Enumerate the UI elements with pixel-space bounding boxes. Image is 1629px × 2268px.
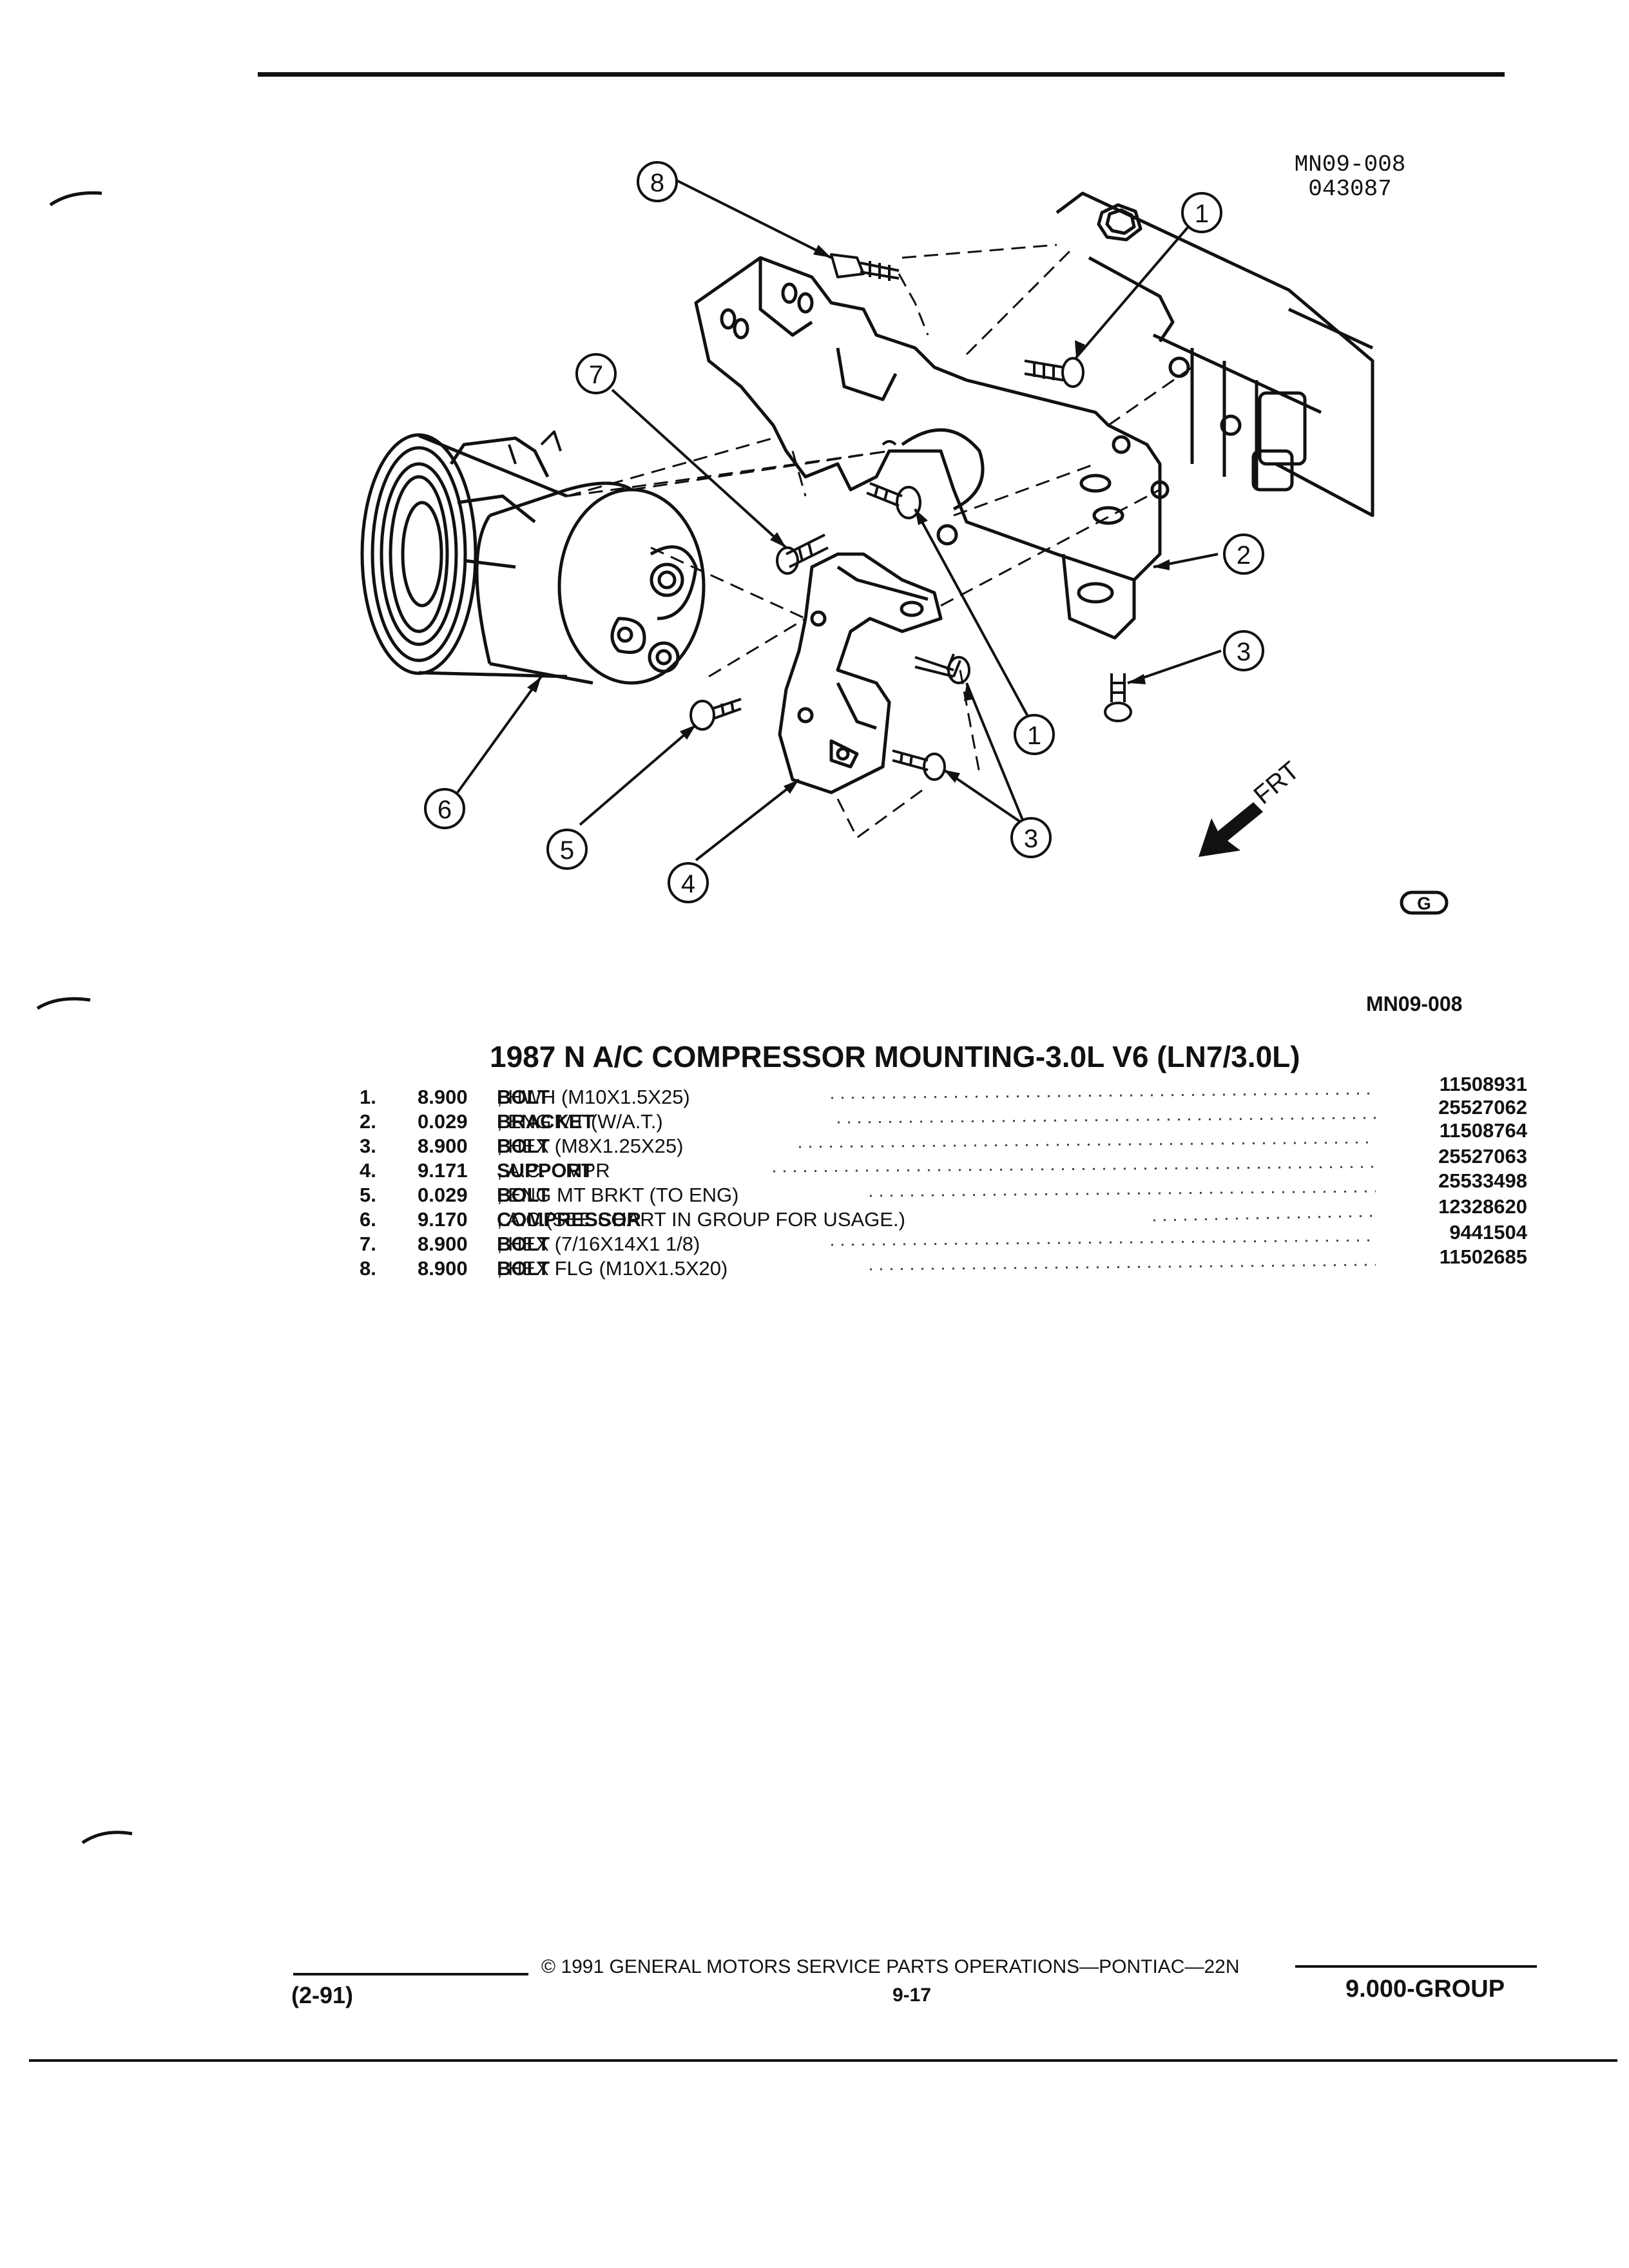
item-description: , A.C. CMPR [497, 1159, 610, 1182]
svg-text:6: 6 [438, 796, 452, 824]
bottom-rule [29, 2059, 1617, 2062]
support-4 [778, 552, 943, 794]
engine-block [1055, 191, 1374, 517]
list-item: 8. 8.900 BOLT, HEX FLG (M10X1.5X20) 1150… [360, 1245, 1527, 1282]
item-description: , HWH (M10X1.5X25) [497, 1086, 690, 1108]
svg-text:1: 1 [1027, 722, 1041, 750]
group-number: 9.170 [418, 1208, 468, 1231]
item-number: 5. [360, 1184, 376, 1206]
frt-arrow-icon [1199, 802, 1263, 857]
svg-text:1: 1 [1195, 200, 1209, 228]
group-number: 8.900 [418, 1135, 468, 1157]
item-number: 4. [360, 1159, 376, 1182]
item-description: , ENG MT (W/A.T.) [497, 1110, 663, 1133]
bolts [508, 253, 1132, 781]
callout-5: 5 [546, 829, 588, 870]
figure-id-line2: 043087 [1308, 176, 1392, 202]
callout-4: 4 [668, 862, 709, 903]
part-number: 25527062 [1438, 1096, 1527, 1119]
item-number: 8. [360, 1257, 376, 1280]
svg-text:8: 8 [650, 169, 664, 197]
group-number: 8.900 [418, 1086, 468, 1108]
margin-marks [36, 191, 133, 1845]
callout-2: 2 [1223, 533, 1264, 575]
group-number: 8.900 [418, 1257, 468, 1280]
group-number: 9.171 [418, 1159, 468, 1182]
footer-group: 9.000-GROUP [1345, 1975, 1505, 2003]
figure-id: MN09-008 043087 [1273, 153, 1427, 202]
list-item: 3. 8.900 BOLT, HEX (M8X1.25X25) 11508764 [360, 1119, 1527, 1159]
item-description: , HEX (M8X1.25X25) [497, 1135, 684, 1157]
footer-rule-right [1295, 1965, 1537, 1968]
bracket-2 [694, 256, 1170, 640]
part-number: 9441504 [1449, 1221, 1527, 1244]
item-description: , ENG MT BRKT (TO ENG) [497, 1184, 739, 1206]
part-number: 25533498 [1438, 1169, 1527, 1192]
group-number: 0.029 [418, 1110, 468, 1133]
figure-id-line1: MN09-008 [1294, 151, 1406, 178]
item-number: 6. [360, 1208, 376, 1231]
part-number: 25527063 [1438, 1145, 1527, 1168]
list-item: 2. 0.029 BRACKET, ENG MT (W/A.T.) 255270… [360, 1096, 1527, 1135]
callouts: 8 1 7 2 3 1 3 6 5 4 [424, 161, 1264, 903]
item-name: BOLT, HWH (M10X1.5X25) [497, 1086, 690, 1108]
list-item: 5. 0.029 BOLT, ENG MT BRKT (TO ENG) 2553… [360, 1169, 1527, 1208]
item-number: 3. [360, 1135, 376, 1157]
exploded-diagram: 8 1 7 2 3 1 3 6 5 4 FRT G [360, 161, 1449, 915]
list-item: 6. 9.170 COMPRESSOR, A.C.(SEE CHART IN G… [360, 1195, 1527, 1233]
gm-logo: G [1400, 890, 1449, 915]
svg-text:4: 4 [681, 870, 695, 898]
caption-id: MN09-008 [1366, 992, 1463, 1015]
item-name: COMPRESSOR, A.C.(SEE CHART IN GROUP FOR … [497, 1208, 905, 1231]
item-name: BOLT, ENG MT BRKT (TO ENG) [497, 1184, 739, 1206]
item-name: BOLT, HEX (M8X1.25X25) [497, 1135, 684, 1157]
footer-date: (2-91) [291, 1982, 354, 2008]
item-description: , HEX (7/16X14X1 1/8) [497, 1233, 700, 1255]
callout-6: 6 [424, 788, 465, 829]
footer-rule-left [293, 1973, 528, 1975]
part-number: 11508931 [1439, 1073, 1527, 1095]
alignment-lines [566, 244, 1193, 839]
compressor-6 [360, 433, 706, 685]
item-number: 7. [360, 1233, 376, 1255]
part-number: 11502685 [1439, 1245, 1527, 1268]
page-number: 9-17 [892, 1984, 932, 2006]
list-item: 1. 8.900 BOLT, HWH (M10X1.5X25) 11508931 [360, 1073, 1527, 1110]
item-name: SUPPORT, A.C. CMPR [497, 1159, 610, 1182]
top-rule [258, 72, 1505, 77]
item-name: BOLT, HEX FLG (M10X1.5X20) [497, 1257, 728, 1280]
part-number: 12328620 [1438, 1195, 1527, 1218]
item-description: , A.C.(SEE CHART IN GROUP FOR USAGE.) [497, 1208, 905, 1231]
item-number: 1. [360, 1086, 376, 1108]
arrowheads [527, 245, 1170, 794]
callout-1-top: 1 [1181, 192, 1222, 233]
page-title: 1987 N A/C COMPRESSOR MOUNTING-3.0L V6 (… [490, 1040, 1300, 1073]
callout-7: 7 [575, 353, 617, 394]
callout-3-lower: 3 [1010, 817, 1052, 858]
footer-copyright: © 1991 GENERAL MOTORS SERVICE PARTS OPER… [541, 1956, 1240, 1977]
item-number: 2. [360, 1110, 376, 1133]
svg-text:3: 3 [1024, 825, 1038, 853]
callout-1-lower: 1 [1014, 714, 1055, 755]
group-number: 0.029 [418, 1184, 468, 1206]
gm-logo-letter: G [1417, 894, 1431, 914]
callout-8: 8 [637, 161, 678, 202]
callout-3-right: 3 [1223, 630, 1264, 671]
list-item: 4. 9.171 SUPPORT, A.C. CMPR 25527063 [360, 1145, 1527, 1184]
part-number: 11508764 [1439, 1119, 1527, 1142]
svg-text:2: 2 [1237, 541, 1251, 570]
group-number: 8.900 [418, 1233, 468, 1255]
item-description: , HEX FLG (M10X1.5X20) [497, 1257, 728, 1280]
svg-text:5: 5 [560, 836, 574, 865]
item-name: BRACKET, ENG MT (W/A.T.) [497, 1110, 663, 1133]
leader-lines [456, 179, 1222, 861]
svg-text:7: 7 [589, 361, 603, 389]
list-item: 7. 8.900 BOLT, HEX (7/16X14X1 1/8) 94415… [360, 1221, 1527, 1257]
svg-text:3: 3 [1237, 638, 1251, 666]
item-name: BOLT, HEX (7/16X14X1 1/8) [497, 1233, 700, 1255]
